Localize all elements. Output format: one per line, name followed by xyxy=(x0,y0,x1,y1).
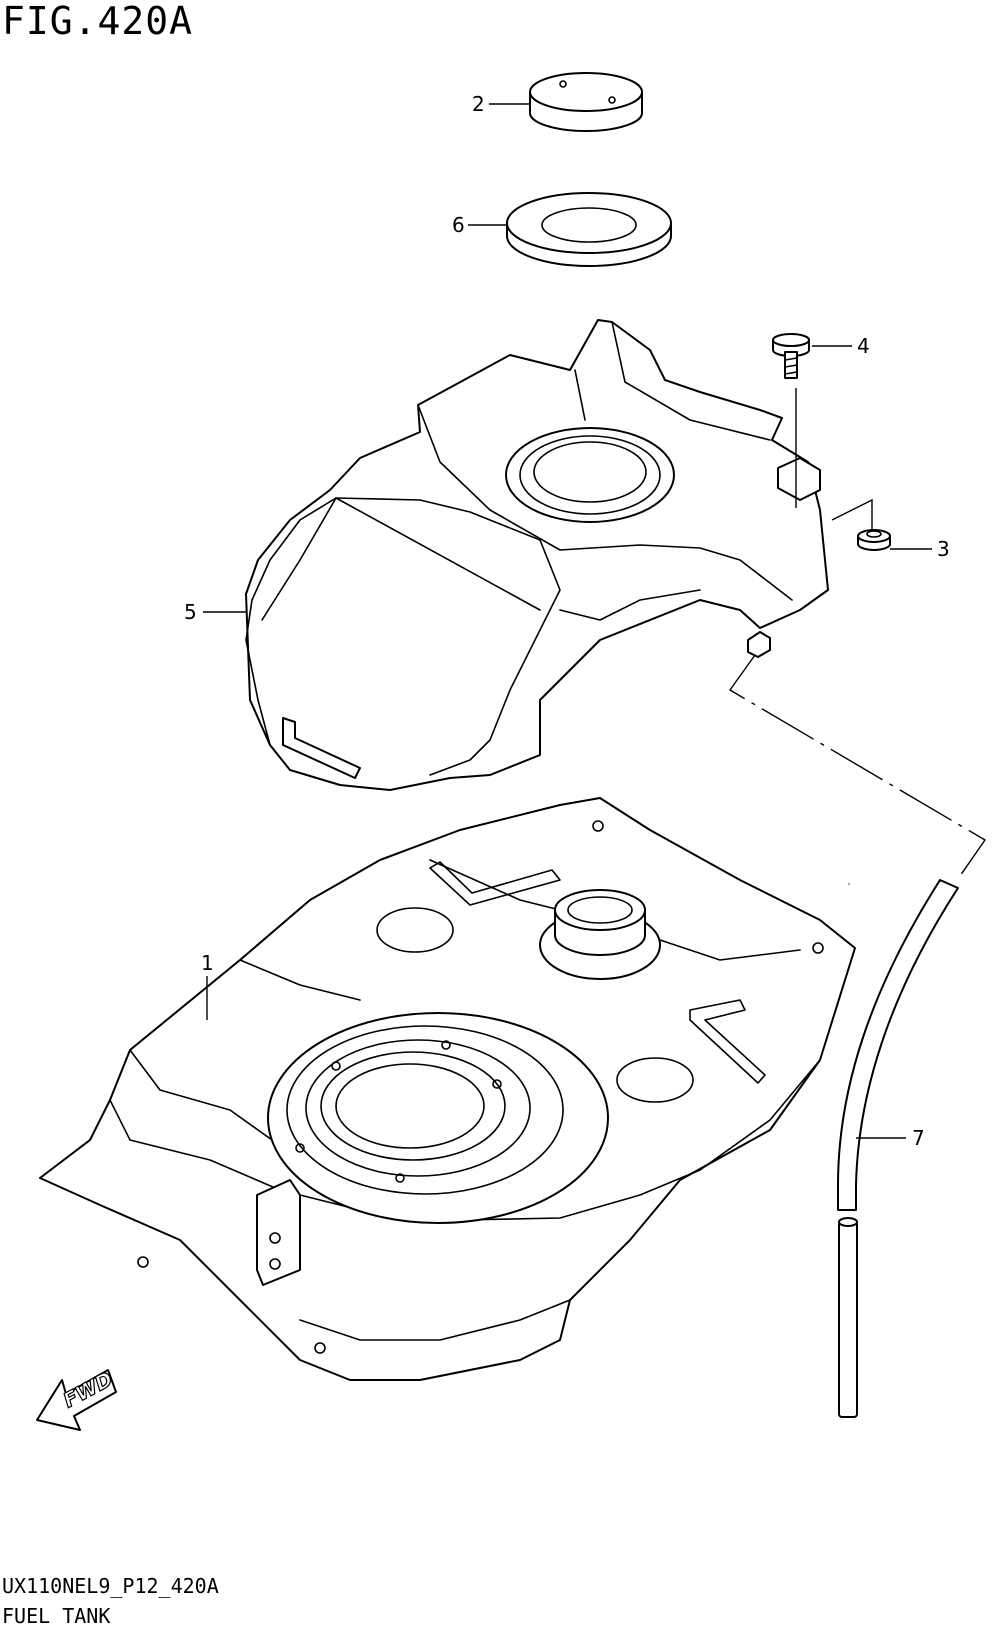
callout-5: 5 xyxy=(184,600,197,624)
callout-3: 3 xyxy=(937,537,950,561)
part-6-gasket xyxy=(506,192,672,267)
callout-7: 7 xyxy=(912,1126,925,1150)
callout-2: 2 xyxy=(472,92,485,116)
assembly-lines xyxy=(728,388,987,877)
part-7-hose xyxy=(837,879,959,1418)
part-4-bolt xyxy=(772,333,810,379)
part-3-grommet xyxy=(857,529,891,551)
leader-lines xyxy=(203,103,932,1139)
part-1-fuel-tank xyxy=(39,797,856,1381)
callout-1: 1 xyxy=(201,951,214,975)
fwd-arrow-icon: FWD xyxy=(36,1366,117,1431)
callout-4: 4 xyxy=(857,334,870,358)
part-2-fuel-cap xyxy=(529,72,643,132)
drawing-code: UX110NEL9_P12_420A xyxy=(2,1574,219,1598)
part-5-tank-cover xyxy=(245,319,829,791)
drawing-name: FUEL TANK xyxy=(2,1604,111,1628)
figure-title: FIG.420A xyxy=(2,0,194,43)
callout-6: 6 xyxy=(452,213,465,237)
